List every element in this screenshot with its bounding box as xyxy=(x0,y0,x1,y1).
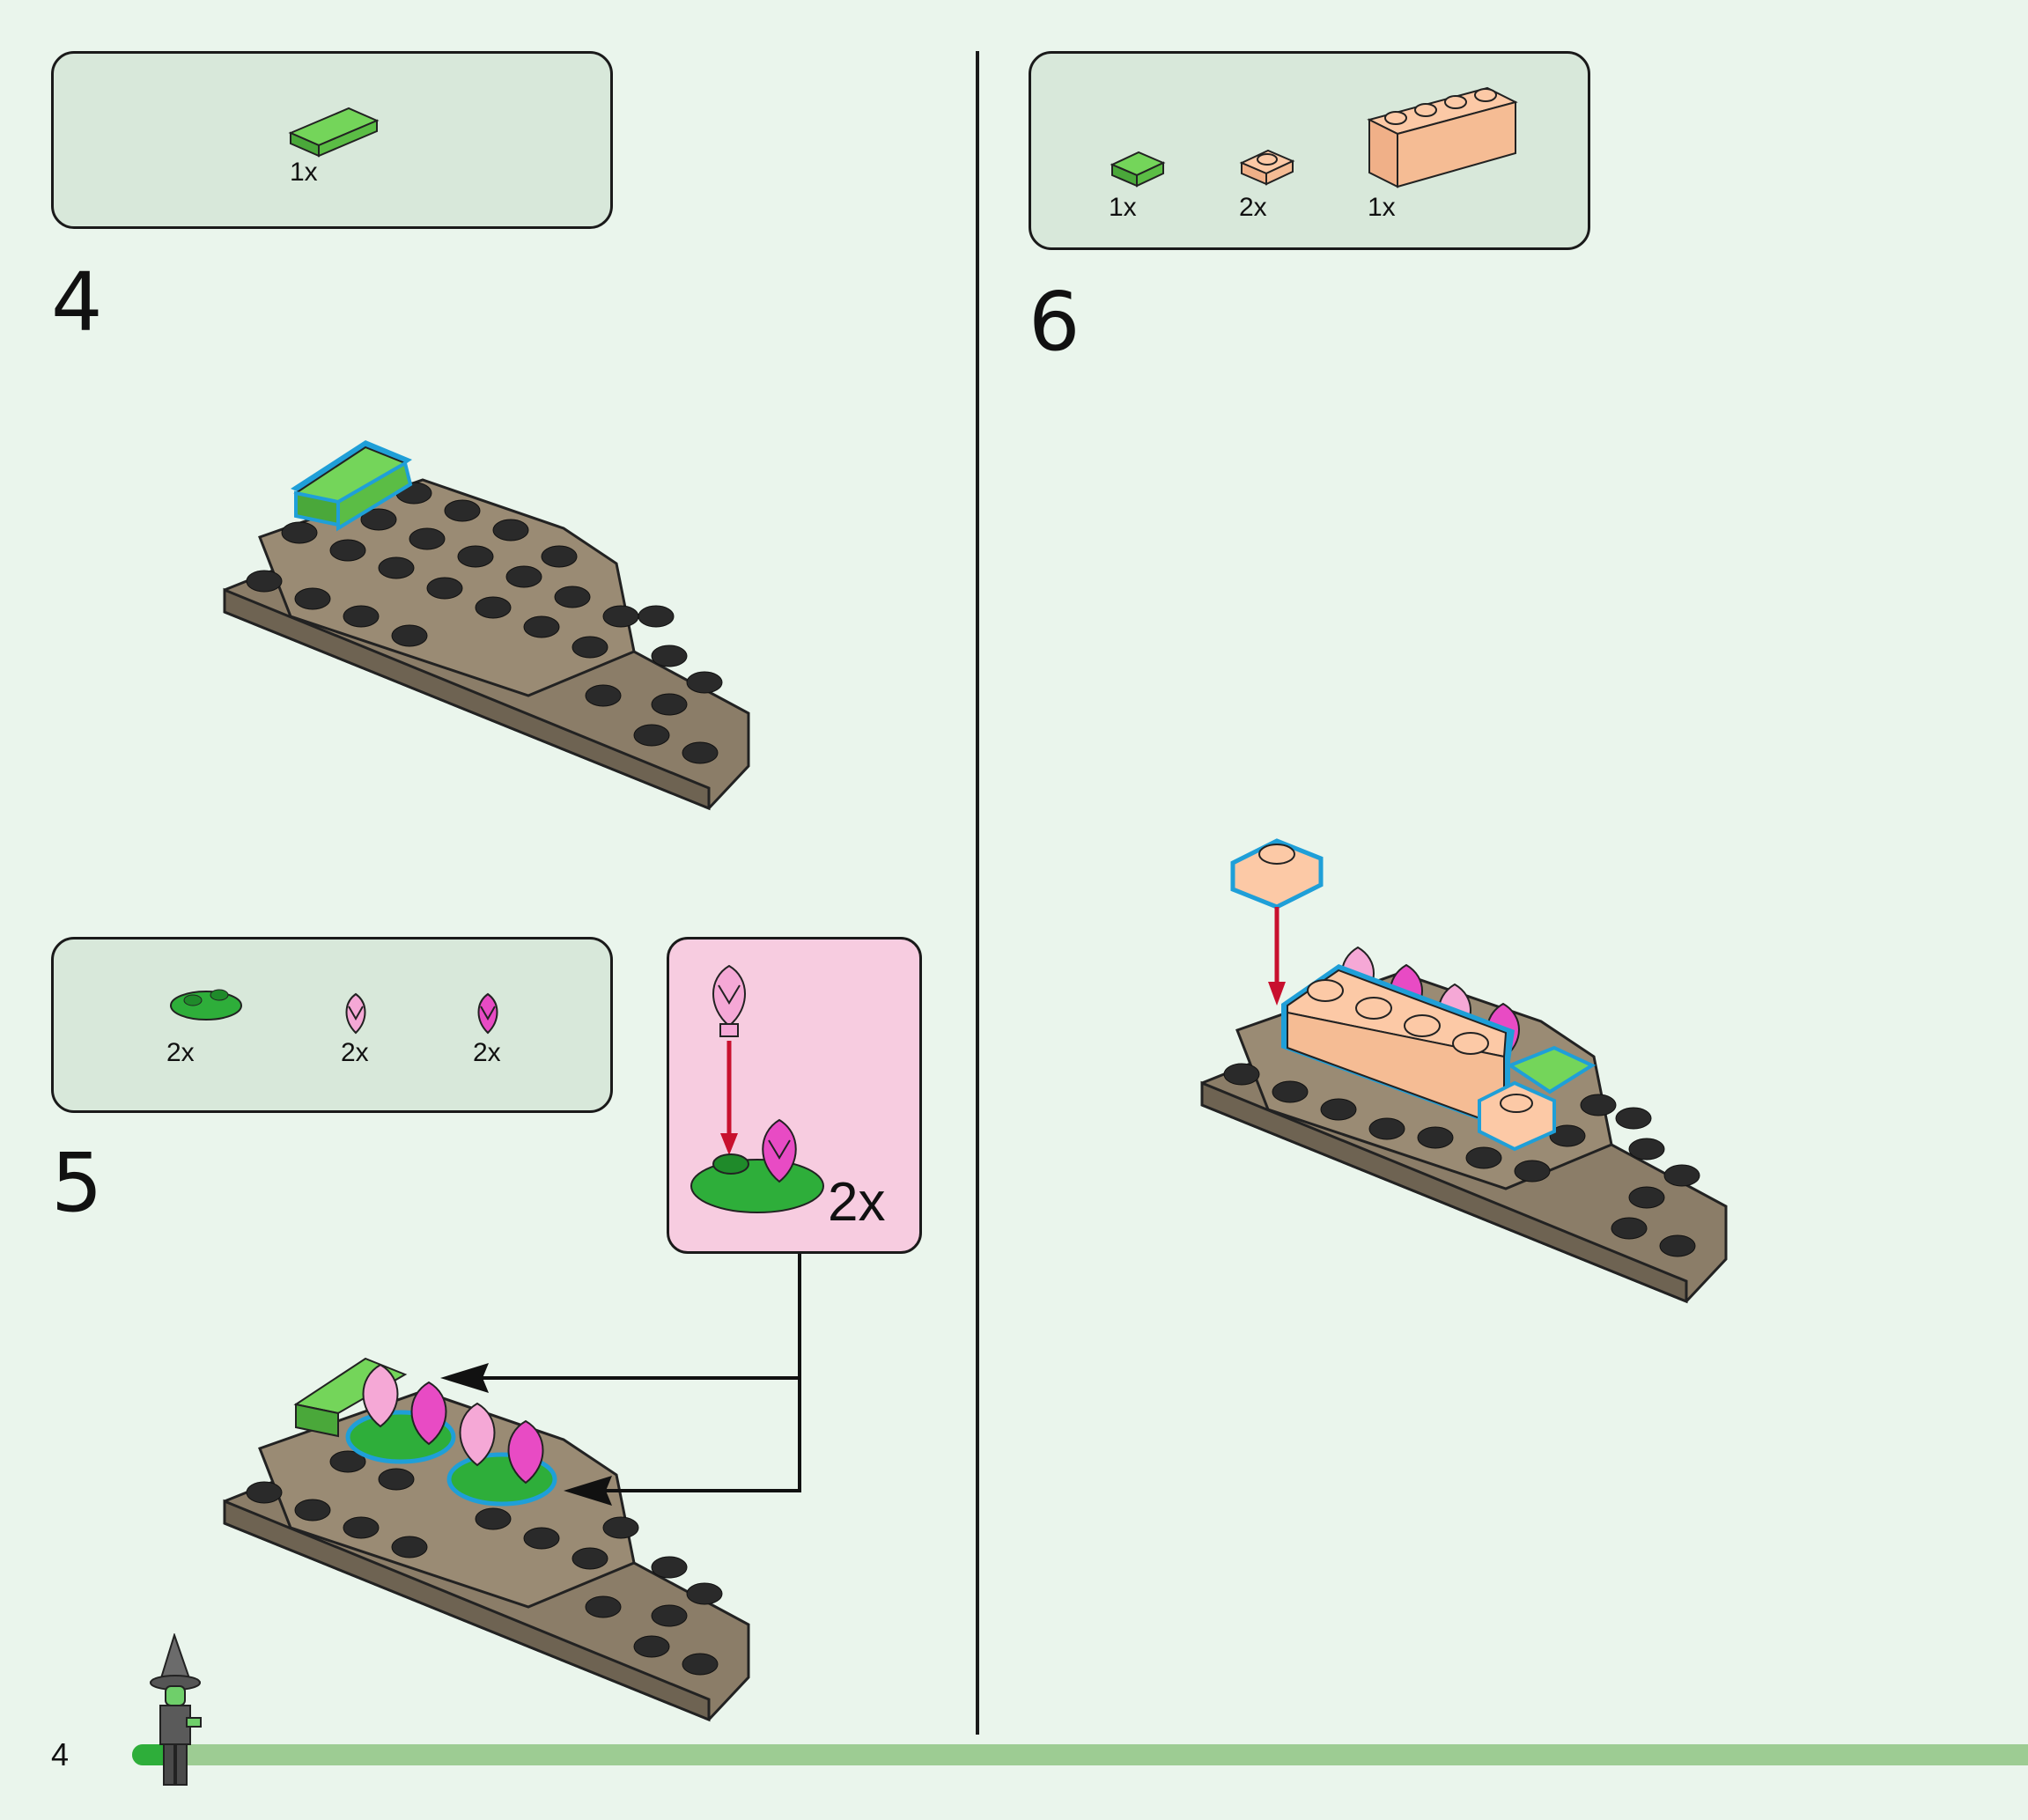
step-6-new-brick-highlight xyxy=(1281,964,1515,1131)
step-5-parts-box: 2x 2x 2x xyxy=(51,937,613,1113)
witch-minifigure-icon xyxy=(141,1633,211,1792)
callout-qty: 2x xyxy=(828,1171,885,1234)
green-tile-1x1-part-icon xyxy=(1109,149,1170,193)
step-4-studs xyxy=(247,483,722,763)
step-6-part-3-qty: 1x xyxy=(1368,193,1396,223)
step-6-base-plate xyxy=(1202,973,1726,1301)
step-5-green-tile xyxy=(296,1359,405,1436)
step-4-number: 4 xyxy=(51,262,103,343)
step-6-studs xyxy=(1224,1064,1700,1256)
column-divider xyxy=(976,51,979,1735)
step-5-new-plates-highlight xyxy=(348,1412,555,1504)
step-5-part-2-qty: 2x xyxy=(341,1038,369,1068)
light-pink-bud-part-icon xyxy=(338,991,373,1040)
step-6-part-2-qty: 2x xyxy=(1239,193,1267,223)
step-5-flower-buds xyxy=(364,1365,543,1483)
step-4-part-qty: 1x xyxy=(290,158,318,188)
page-number: 4 xyxy=(51,1736,69,1773)
step-6-floating-peach-plate xyxy=(1233,841,1321,1006)
peach-brick-part-icon xyxy=(1364,85,1523,190)
step-5-number: 5 xyxy=(51,1143,103,1224)
step-6-parts-box: 1x 2x 1x xyxy=(1029,51,1590,250)
magenta-bud-part-icon xyxy=(470,991,505,1040)
progress-bar-track xyxy=(132,1744,2028,1765)
step-5-part-1-qty: 2x xyxy=(166,1038,195,1068)
step-4-base-plate xyxy=(225,480,749,808)
peach-plate-part-icon xyxy=(1238,142,1300,191)
step-5-part-3-qty: 2x xyxy=(473,1038,501,1068)
step-5-studs xyxy=(247,1451,722,1675)
green-tile-part-icon xyxy=(287,98,393,159)
step-4-new-tile-highlight xyxy=(291,440,412,528)
callout-connector-arrows xyxy=(440,1254,800,1506)
subassembly-illustration xyxy=(669,939,925,1256)
step-6-number: 6 xyxy=(1029,282,1080,363)
step-6-part-1-qty: 1x xyxy=(1109,193,1137,223)
green-plate-part-icon xyxy=(166,979,246,1032)
step-6-green-tile-and-peach-plate xyxy=(1479,1048,1592,1149)
step-5-base-plate xyxy=(225,1391,749,1720)
step-6-flower-buds xyxy=(1342,947,1519,1058)
step-4-parts-box: 1x xyxy=(51,51,613,229)
